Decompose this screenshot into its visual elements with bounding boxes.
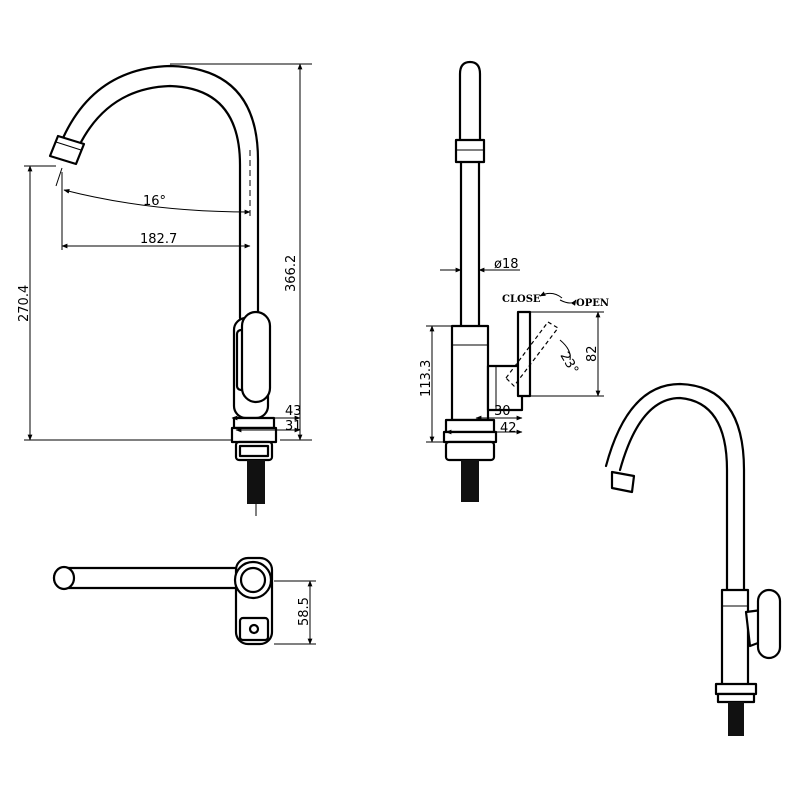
- dim-31: 31: [285, 419, 302, 434]
- dim-reach: 182.7: [140, 232, 177, 247]
- dim-30: 30: [494, 404, 511, 419]
- dim-82: 82: [585, 345, 600, 362]
- top-view: 58.5: [52, 556, 316, 646]
- dim-42: 42: [500, 421, 517, 436]
- label-close: CLOSE: [502, 294, 541, 305]
- dim-pipe-dia: ø18: [494, 257, 519, 272]
- dim-angle-23: 23°: [557, 350, 582, 377]
- dim-43: 43: [285, 404, 302, 419]
- isometric-view: [604, 382, 782, 736]
- dim-spout-height: 270.4: [17, 285, 32, 322]
- label-open: OPEN: [576, 298, 609, 309]
- side-view: ø18 CLOSE OPEN 23° 82 113.3 30 42: [419, 60, 609, 502]
- dim-angle-16: 16°: [143, 194, 166, 209]
- dim-58: 58.5: [297, 597, 312, 626]
- dim-total-height: 366.2: [284, 255, 299, 292]
- dim-113: 113.3: [419, 360, 434, 397]
- front-view: 16° 182.7 366.2 270.4 43 31: [17, 63, 312, 516]
